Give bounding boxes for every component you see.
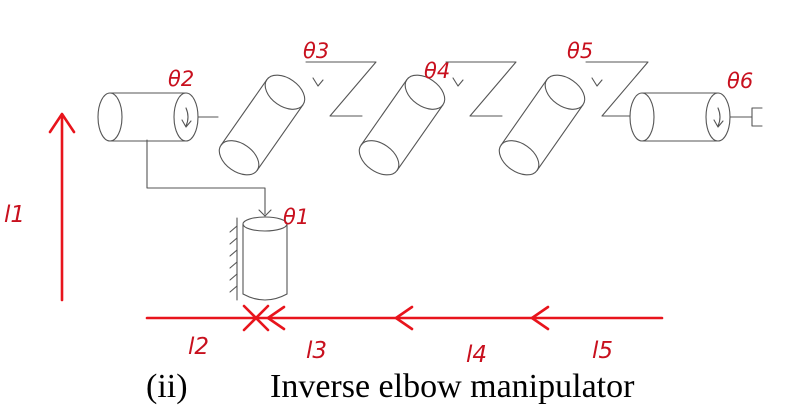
label-l3: l3 [306,338,327,364]
label-l1: l1 [4,202,25,228]
joint5-cylinder [498,74,586,176]
label-theta3: θ3 [303,39,329,63]
joint3-rotation-arrow [312,77,324,87]
joint6-cylinder [629,92,731,142]
end-effector [729,107,763,127]
link1-height-arrow [48,112,76,302]
label-theta2: θ2 [168,67,194,91]
label-theta5: θ5 [567,39,593,63]
chevron-l3 [266,305,286,331]
joint4-cylinder [358,74,446,176]
joint4-rotation-arrow [452,77,464,87]
joint2-cylinder [97,92,199,142]
zigzag-link-4-5 [445,61,517,117]
chevron-l5 [530,305,550,331]
label-theta6: θ6 [727,69,753,93]
ground-hatching [229,217,238,301]
base-rotation-arrow [258,203,272,217]
cross-mark [242,304,270,332]
joint5-rotation-arrow [591,77,603,87]
label-l4: l4 [466,342,487,368]
horizontal-link-length-arrow [145,304,664,332]
caption-title: Inverse elbow manipulator [270,368,635,405]
link-base-to-joint2 [146,139,266,205]
base-joint-cylinder [229,203,288,301]
zigzag-link-3-4 [305,61,377,117]
label-l2: l2 [188,334,209,360]
caption-index: (ii) [146,368,188,405]
label-theta1: θ1 [283,205,309,229]
joint3-cylinder [218,74,306,176]
label-l5: l5 [592,338,613,364]
chevron-l4 [394,305,414,331]
label-theta4: θ4 [424,59,450,83]
zigzag-link-5-6 [585,61,649,117]
